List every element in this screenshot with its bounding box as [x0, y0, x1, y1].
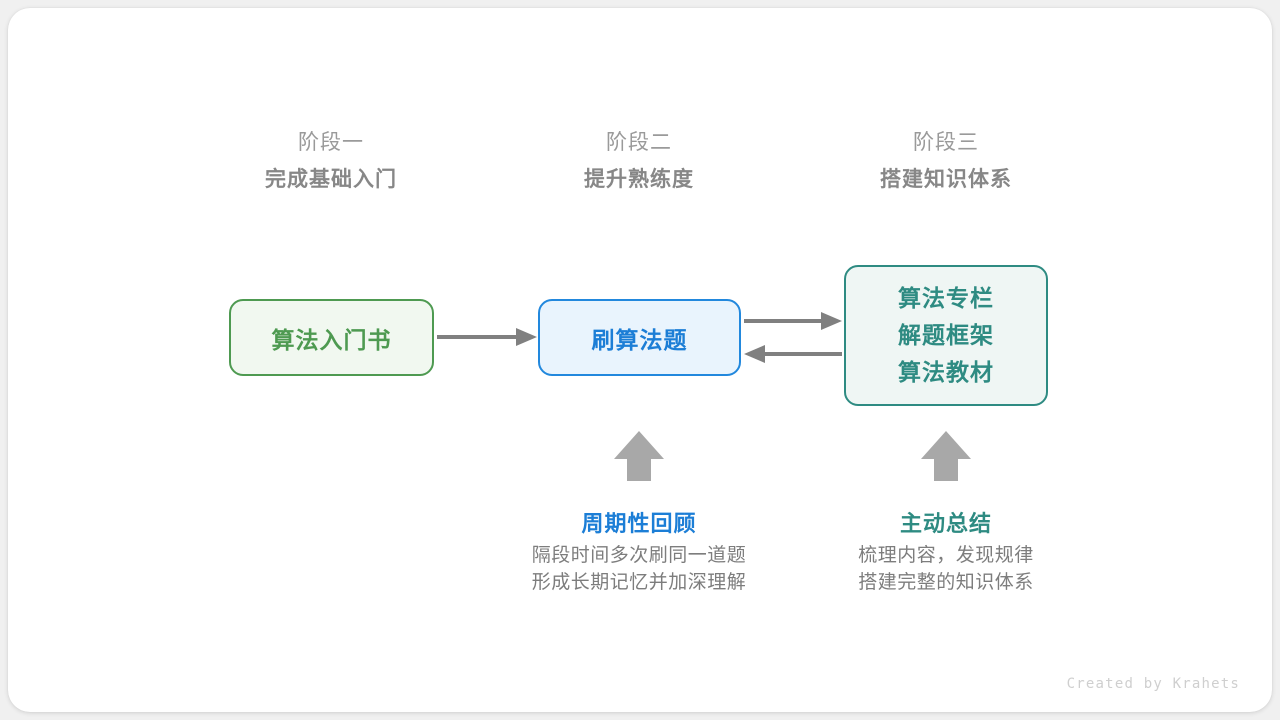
- annotation-summary-title: 主动总结: [899, 511, 992, 536]
- stage-1-title: 完成基础入门: [265, 168, 397, 191]
- stage-header-3: 阶段三 搭建知识体系: [816, 126, 1076, 200]
- stage-3-title: 搭建知识体系: [880, 168, 1012, 191]
- annotation-review-title: 周期性回顾: [581, 511, 697, 536]
- node-learning-resources[interactable]: 算法专栏 解题框架 算法教材: [844, 265, 1048, 406]
- annotation-review-desc-line-1: 隔段时间多次刷同一道题: [531, 545, 747, 566]
- stage-3-index-label: 阶段三: [913, 131, 979, 154]
- node-resources-label-2: 解题框架: [898, 322, 994, 348]
- node-resources-label-1: 算法专栏: [898, 285, 994, 311]
- annotation-summary-desc-line-2: 搭建完整的知识体系: [858, 572, 1034, 593]
- stage-header-1: 阶段一 完成基础入门: [201, 126, 461, 200]
- node-book-label: 算法入门书: [271, 326, 392, 353]
- node-practice-problems[interactable]: 刷算法题: [538, 299, 741, 376]
- annotation-summary-desc-line-1: 梳理内容，发现规律: [858, 545, 1034, 566]
- annotation-periodic-review: 周期性回顾 隔段时间多次刷同一道题 形成长期记忆并加深理解: [479, 506, 799, 596]
- stage-header-2: 阶段二 提升熟练度: [509, 126, 769, 200]
- stage-1-index-label: 阶段一: [298, 131, 364, 154]
- stage-2-title: 提升熟练度: [584, 168, 694, 191]
- footer-credit: Created by Krahets: [1066, 676, 1240, 692]
- node-algorithm-intro-book[interactable]: 算法入门书: [229, 299, 434, 376]
- annotation-review-desc-line-2: 形成长期记忆并加深理解: [531, 572, 747, 593]
- stage-2-index-label: 阶段二: [606, 131, 672, 154]
- annotation-active-summary: 主动总结 梳理内容，发现规律 搭建完整的知识体系: [786, 506, 1106, 596]
- node-practice-label: 刷算法题: [591, 326, 688, 353]
- node-resources-label-3: 算法教材: [898, 359, 994, 385]
